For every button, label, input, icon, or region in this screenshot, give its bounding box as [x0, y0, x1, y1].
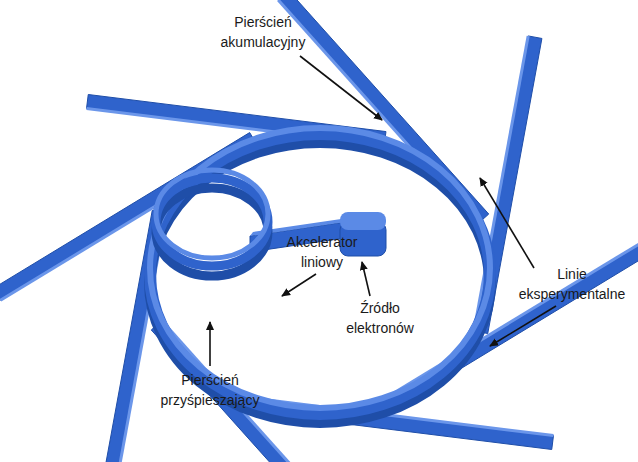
- leader-arrows: [210, 56, 556, 366]
- beamlines-label: Linie eksperymentalne: [512, 264, 632, 304]
- booster-ring: [156, 170, 268, 276]
- booster-ring-label: Pierścień przyśpieszający: [154, 370, 266, 410]
- beamline-edge: [162, 321, 362, 462]
- beamline-bar: [151, 321, 362, 462]
- linac-label: Akcelerator liniowy: [278, 232, 366, 272]
- storage-ring: [150, 128, 490, 422]
- beamline-edge: [383, 244, 638, 400]
- electron-source-label: Źródło elektronów: [338, 298, 422, 338]
- storage-ring-label: Pierścień akumulacyjny: [213, 12, 313, 52]
